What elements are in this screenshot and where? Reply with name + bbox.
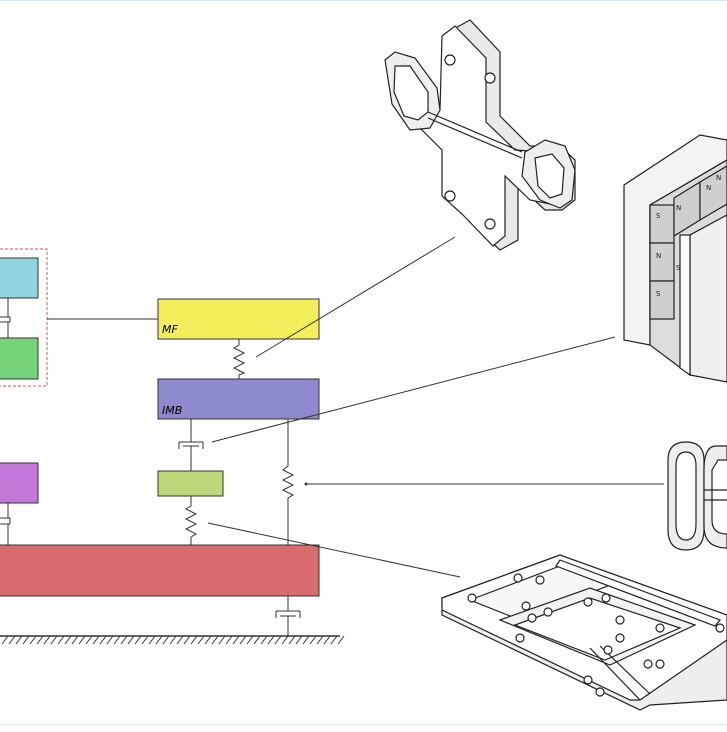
- imb-block: [157, 378, 320, 420]
- ground-hatch-line: [295, 635, 303, 645]
- ground-hatch-line: [99, 635, 107, 645]
- left-damper-top: [0, 298, 11, 338]
- ground-hatch-line: [43, 635, 51, 645]
- ground-hatch-line: [22, 635, 30, 645]
- base-plate-part: [441, 554, 727, 711]
- ground-hatch-line: [1, 635, 9, 645]
- left-cyan-block: [0, 257, 39, 299]
- spring-mf-imb: [232, 339, 246, 379]
- magnet-mark-4: S: [656, 290, 661, 298]
- small-green-block: [157, 470, 224, 497]
- ground-hatch-line: [162, 635, 170, 645]
- ground-hatch-line: [169, 635, 177, 645]
- top-border: [0, 0, 727, 1]
- ground-hatch-line: [57, 635, 65, 645]
- mf-block: [157, 298, 320, 340]
- serpentine-spring-part: [667, 441, 727, 551]
- ground-hatch-line: [281, 635, 289, 645]
- ground-hatch-line: [225, 635, 233, 645]
- ground-hatch-line: [50, 635, 58, 645]
- ground: [0, 635, 345, 645]
- spring-green-base: [184, 496, 198, 545]
- damper-ground: [275, 596, 301, 636]
- ground-hatch-line: [197, 635, 205, 645]
- ground-hatch-line: [309, 635, 317, 645]
- left-green-block: [0, 337, 39, 380]
- ground-hatch-line: [302, 635, 310, 645]
- damper-imb: [178, 419, 204, 471]
- left-damper-bottom: [0, 503, 11, 545]
- ground-hatch-line: [29, 635, 37, 645]
- ground-hatch-line: [71, 635, 79, 645]
- ground-hatch-line: [239, 635, 247, 645]
- ground-hatch-line: [155, 635, 163, 645]
- ground-hatch-line: [190, 635, 198, 645]
- magnet-mark-2: N: [706, 184, 711, 192]
- ground-hatch-line: [260, 635, 268, 645]
- ground-hatch-line: [113, 635, 121, 645]
- magnet-array-part: S N N S S N N: [623, 134, 727, 383]
- ground-hatch-line: [148, 635, 156, 645]
- magnet-mark-5: S: [676, 264, 681, 272]
- ground-hatch-line: [64, 635, 72, 645]
- ground-hatch-line: [253, 635, 261, 645]
- magnet-mark-6: N: [676, 204, 681, 212]
- ground-hatch-line: [337, 635, 345, 645]
- magnet-mark-3: N: [656, 252, 661, 260]
- ground-hatch-line: [330, 635, 338, 645]
- ground-hatch-line: [204, 635, 212, 645]
- bottom-border: [0, 724, 727, 725]
- magnet-mark-1: S: [656, 212, 661, 220]
- ground-hatch-line: [134, 635, 142, 645]
- magnet-mark-7: N: [716, 174, 721, 182]
- ground-hatch-line: [316, 635, 324, 645]
- ground-hatch-line: [267, 635, 275, 645]
- ground-hatch-line: [183, 635, 191, 645]
- left-purple-block: [0, 462, 39, 504]
- ground-hatch-line: [36, 635, 44, 645]
- ground-hatch-line: [78, 635, 86, 645]
- ground-hatch-line: [232, 635, 240, 645]
- leader-lines: [207, 236, 664, 578]
- ground-hatch-line: [92, 635, 100, 645]
- ground-hatch-line: [274, 635, 282, 645]
- ground-hatch-line: [323, 635, 331, 645]
- mf-label: MF: [162, 323, 178, 336]
- flexure-hinge-part: [384, 19, 576, 251]
- ground-hatch-line: [176, 635, 184, 645]
- ground-hatch-line: [288, 635, 296, 645]
- ground-hatch-line: [127, 635, 135, 645]
- spring-imb-base: [281, 419, 295, 545]
- ground-hatch-line: [8, 635, 16, 645]
- dashed-group-box: [0, 248, 48, 387]
- ground-hatch-line: [211, 635, 219, 645]
- ground-hatch-line: [141, 635, 149, 645]
- ground-hatch-line: [85, 635, 93, 645]
- ground-hatch-line: [15, 635, 23, 645]
- ground-hatch-line: [106, 635, 114, 645]
- ground-hatch-line: [218, 635, 226, 645]
- base-block: [0, 544, 320, 597]
- ground-hatch-line: [120, 635, 128, 645]
- imb-label: IMB: [162, 404, 182, 417]
- ground-hatch-line: [246, 635, 254, 645]
